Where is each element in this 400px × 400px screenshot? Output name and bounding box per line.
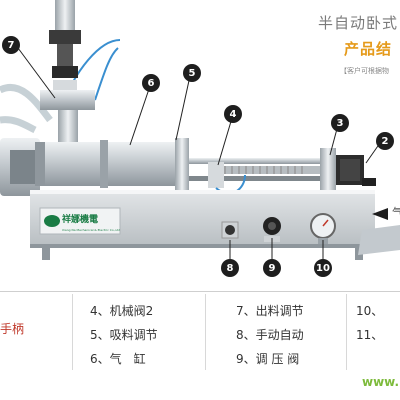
- legend-item-7: 7、出料调节: [236, 304, 304, 318]
- callout-badge-5: 5: [183, 64, 201, 82]
- magnetic-sensor: [208, 162, 224, 188]
- legend-item-8: 8、手动自动: [236, 328, 304, 342]
- page-title: 半自动卧式: [318, 14, 399, 32]
- hose-left-lower: [0, 116, 37, 134]
- page-subtitle: 产品结: [344, 40, 393, 58]
- legend-item-10: 10、: [356, 304, 384, 318]
- legend-divider: [0, 291, 400, 292]
- callout-badge-2: 2: [376, 132, 394, 150]
- air-inlet-arrow-icon: [372, 208, 388, 220]
- valve-block: [40, 90, 95, 110]
- callout-badge-10: 10: [314, 259, 332, 277]
- legend-item-11: 11、: [356, 328, 384, 342]
- legend-item-6: 6、气 缸: [90, 352, 146, 366]
- customer-note: 【客户可根据物: [340, 67, 389, 75]
- legend-item-5: 5、吸料调节: [90, 328, 158, 342]
- brand-name-en: Xiang Na Mechanical & Electric Co.,Ltd: [62, 228, 120, 232]
- legend-item-9: 9、调 压 阀: [236, 352, 300, 366]
- adjust-screw: [220, 166, 320, 174]
- legend-item-handle: 手柄: [0, 322, 25, 336]
- callout-badge-3: 3: [331, 114, 349, 132]
- callout-badge-8: 8: [221, 259, 239, 277]
- discharge-pipe: [58, 110, 78, 150]
- manual-auto-switch: [225, 225, 235, 235]
- legend-item-4: 4、机械阀2: [90, 304, 154, 318]
- brand-logo-icon: [44, 215, 60, 227]
- hose-left-upper: [0, 83, 53, 123]
- brand-name-cn: 祥娜機電: [62, 213, 98, 225]
- end-plate: [320, 148, 336, 192]
- site-watermark: www.: [362, 375, 400, 389]
- callout-badge-9: 9: [263, 259, 281, 277]
- air-inlet-label: 气: [392, 206, 400, 219]
- tie-rod: [189, 158, 329, 164]
- filling-machine-illustration: 祥娜機電 Xiang Na Mechanical & Electric Co.,…: [0, 0, 400, 260]
- callout-badge-6: 6: [142, 74, 160, 92]
- callout-badge-4: 4: [224, 105, 242, 123]
- material-cylinder: [35, 142, 185, 186]
- vertical-column: [55, 0, 75, 30]
- callout-badge-7: 7: [2, 36, 20, 54]
